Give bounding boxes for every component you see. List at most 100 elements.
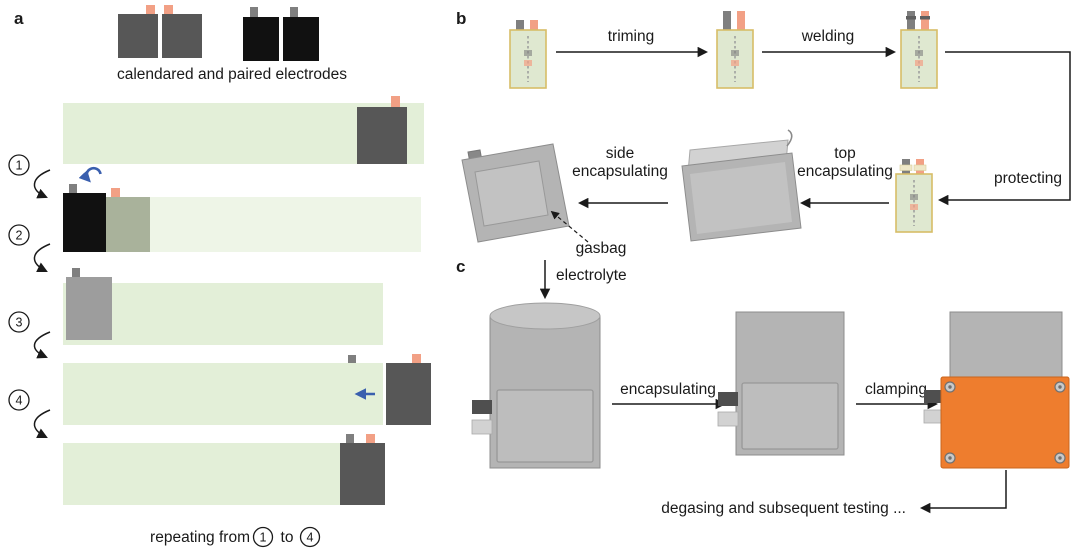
positive-tab [737, 11, 745, 31]
gasbag-pointer [550, 210, 589, 243]
stacking-row-1 [63, 96, 424, 164]
inner-tab-mark [524, 50, 532, 56]
label-encapsulating: encapsulating [620, 381, 716, 398]
inner-tab-mark [910, 204, 918, 210]
repeat-prefix: repeating from [150, 529, 250, 546]
clamped-cell [923, 311, 1070, 469]
stacking-row-5 [63, 434, 385, 505]
cell-pocket [741, 382, 839, 450]
step-arrow [33, 331, 51, 359]
inner-tab-mark [731, 60, 739, 66]
repeat-to: to [281, 529, 294, 546]
covered-electrode [106, 197, 150, 252]
label-welding: welding [801, 28, 855, 45]
anode-electrode [243, 17, 279, 61]
step-circle [299, 526, 321, 548]
screw-center [948, 456, 952, 460]
screw-center [1058, 456, 1062, 460]
degasing-caption: degasing and subsequent testing ... [661, 500, 906, 517]
protective-tape [899, 164, 913, 171]
positive-tab [391, 96, 400, 107]
positive-tab [164, 5, 173, 16]
step-number: 2 [16, 229, 23, 243]
panel-a-label: a [14, 9, 24, 28]
label-clamping: clamping [865, 381, 927, 398]
cell-body [509, 29, 547, 89]
open-pouch [681, 129, 802, 242]
panel-b-label: b [456, 9, 466, 28]
step-arrow [33, 409, 51, 438]
inner-tab-mark [524, 60, 532, 66]
step-number: 3 [16, 316, 23, 330]
label-side-encapsulating-1: side [606, 145, 634, 162]
step-arrow [33, 243, 51, 272]
electrolyte-label: electrolyte [556, 267, 627, 284]
paired-electrodes [118, 5, 319, 61]
positive-tab [146, 5, 155, 16]
positive-lead [471, 419, 493, 435]
pouch-pocket-seam [474, 160, 549, 227]
step-arrow [33, 169, 51, 199]
step-1-badge: 1 [8, 154, 30, 176]
stacking-row-4 [63, 354, 431, 425]
separator-strip [63, 443, 383, 505]
cathode-electrode [162, 14, 202, 58]
repeat-step-end: 4 [307, 531, 314, 545]
panel-c: c encapsulating clamping [456, 257, 1070, 517]
positive-tab [111, 188, 120, 197]
inner-tab-mark [915, 50, 923, 56]
step-circle [8, 224, 30, 246]
panel-b: b triming welding [456, 9, 1071, 300]
filled-cell [471, 302, 601, 469]
gasbag-label: gasbag [576, 240, 627, 257]
positive-lead [923, 409, 943, 424]
negative-tab [72, 268, 80, 277]
electrodes-caption: calendared and paired electrodes [117, 66, 347, 83]
pouch-wire-curl [786, 129, 793, 147]
step-3-badge: 3 [8, 311, 30, 333]
screw-center [948, 385, 952, 389]
stacking-row-3 [63, 268, 383, 345]
sealed-pouch [461, 143, 570, 243]
label-top-encapsulating-2: encapsulating [797, 163, 893, 180]
step-circle [8, 389, 30, 411]
cell-body [895, 173, 933, 233]
separator-strip [103, 197, 421, 252]
negative-tab [907, 11, 915, 31]
anode-electrode [283, 17, 319, 61]
negative-lead [718, 392, 738, 406]
step-4-badge: 4 [8, 389, 30, 411]
label-protecting: protecting [994, 170, 1062, 187]
cell-body [900, 29, 938, 89]
flip-arrow-icon [78, 166, 102, 183]
separator-strip [63, 363, 383, 425]
positive-tab [412, 354, 421, 363]
step-circle [8, 154, 30, 176]
negative-lead [924, 390, 942, 403]
label-top-encapsulating-1: top [834, 145, 856, 162]
repeat-caption: repeating from 1 to 4 [150, 526, 321, 548]
incoming-electrode [386, 363, 431, 425]
negative-tab [250, 7, 258, 18]
inner-tab-mark [915, 60, 923, 66]
screw-center [1058, 385, 1062, 389]
label-triming: triming [608, 28, 655, 45]
negative-tab [346, 434, 354, 443]
pouch-cell-trimmed [716, 11, 754, 89]
pouch-cell-welded [900, 11, 938, 89]
negative-tab [69, 184, 77, 193]
pouch-cell-protected [895, 159, 933, 233]
electrode-on-strip [357, 107, 407, 164]
step-number: 1 [16, 159, 23, 173]
positive-tab [921, 11, 929, 31]
negative-tab [723, 11, 731, 31]
negative-tab [516, 20, 524, 31]
negative-tab [290, 7, 298, 18]
cell-open-top [489, 302, 601, 330]
encapsulated-cell [717, 311, 845, 456]
weld-mark [920, 16, 930, 20]
negative-tab [348, 355, 356, 363]
label-side-encapsulating-2: encapsulating [572, 163, 668, 180]
